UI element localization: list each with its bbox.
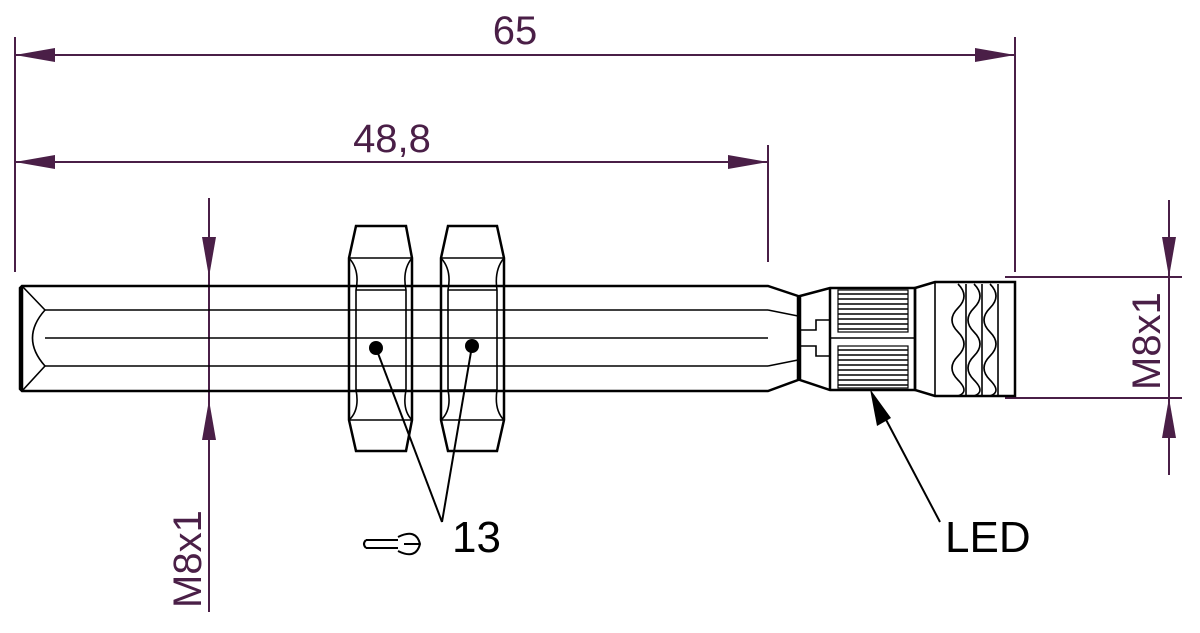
body-thread-value: M8x1 [166,510,210,608]
led-ring [798,286,917,392]
body-length-dimension: 48,8 [15,117,769,262]
wrench-icon [363,532,422,556]
body-thread-dimension: M8x1 [166,198,216,612]
led-callout: LED [870,389,1031,562]
sensor-barrel [18,284,800,393]
knurl-bottom [837,345,909,389]
wrench-callout: 13 [363,345,501,562]
body-length-value: 48,8 [353,117,431,161]
overall-length-dimension: 65 [14,9,1016,272]
overall-length-value: 65 [493,9,538,53]
nut-right [439,224,506,453]
connector-plug [913,280,1017,398]
connector-thread-dimension: M8x1 [1005,200,1182,475]
wrench-size-label: 13 [452,513,501,562]
knurl-top [837,289,909,333]
connector-thread-value: M8x1 [1125,292,1169,390]
led-label: LED [945,513,1031,562]
nut-left [347,224,414,453]
